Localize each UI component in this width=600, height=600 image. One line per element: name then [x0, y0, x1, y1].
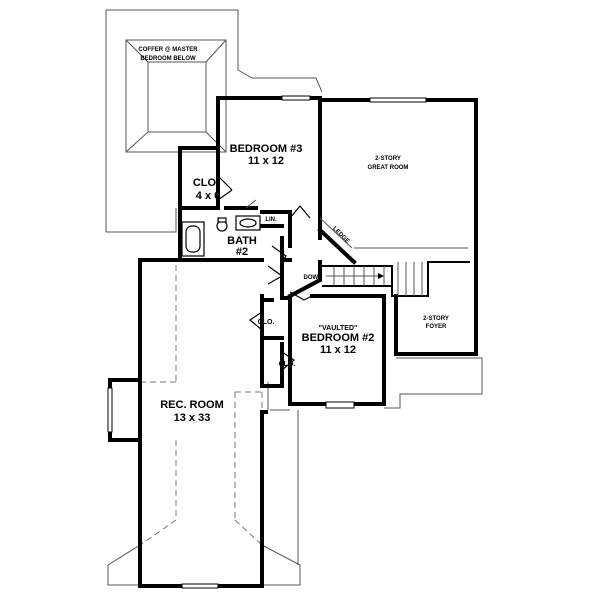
closet-mid-label: CLO.: [258, 319, 275, 326]
great-room-label-1: 2-STORY: [375, 156, 401, 162]
rec-room-name: REC. ROOM: [160, 399, 224, 411]
bath-name: BATH: [227, 235, 257, 247]
coffer-label-1: COFFER @ MASTER: [138, 47, 198, 53]
doors: [217, 175, 313, 371]
ledge-line: [319, 217, 353, 249]
windows: [107, 95, 427, 589]
bedroom3-size: 11 x 12: [248, 155, 284, 167]
rec-room-size: 13 x 33: [174, 412, 211, 424]
bedroom2-vaulted: "VAULTED": [319, 325, 358, 332]
bath-num: #2: [236, 246, 248, 258]
linen-label: LIN.: [265, 217, 277, 223]
bedroom3-name: BEDROOM #3: [230, 143, 303, 155]
bedroom2-name: BEDROOM #2: [302, 332, 375, 344]
room-labels: COFFER @ MASTER BEDROOM BELOW BEDROOM #3…: [138, 47, 448, 424]
bath-fixtures: [181, 215, 261, 257]
coffer-label-2: BEDROOM BELOW: [140, 56, 196, 62]
closet-top-name: CLO.: [193, 177, 219, 189]
bedroom2-size: 11 x 12: [320, 344, 356, 356]
foyer-label-2: FOYER: [426, 324, 447, 330]
stairs-down-label: DOWN: [304, 275, 323, 281]
foyer-label-1: 2-STORY: [423, 316, 449, 322]
great-room-label-2: GREAT ROOM: [368, 165, 409, 171]
closet-top-size: 4 x 6: [196, 190, 220, 202]
closet-low-label: CLO.: [279, 361, 296, 368]
stairs: [322, 261, 470, 297]
walls: [108, 96, 478, 588]
